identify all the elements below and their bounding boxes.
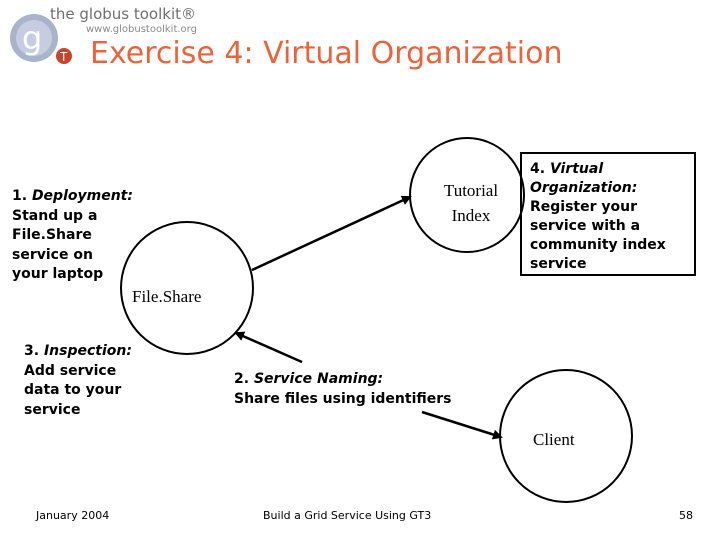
logo-badge-letter: T xyxy=(59,50,68,64)
step-lead: Virtual Organization: xyxy=(530,161,638,196)
step-number: 3. xyxy=(24,343,40,359)
step-lead: Service Naming: xyxy=(253,371,384,387)
logo-letter: g xyxy=(22,19,42,57)
step-lead: Inspection: xyxy=(43,343,132,359)
tutorial-index-label: Tutorial Index xyxy=(443,181,499,225)
logo-inner-circle xyxy=(16,20,52,56)
footer-title: Build a Grid Service Using GT3 xyxy=(263,509,432,522)
step-number: 4. xyxy=(530,161,546,177)
step-number: 1. xyxy=(12,188,28,204)
logo-title: the globus toolkit® xyxy=(50,5,197,23)
step-description: Register your service with a community i… xyxy=(530,199,666,272)
footer-date: January 2004 xyxy=(36,509,110,522)
step-description: Share files using identifiers xyxy=(234,390,452,407)
globus-logo: g T xyxy=(10,14,72,64)
logo-url: www.globustoolkit.org xyxy=(86,24,197,35)
client-label: Client xyxy=(533,430,575,449)
step-virtual-organization-box: 4. Virtual Organization: Register your s… xyxy=(520,152,696,276)
arrow-fileshare-to-index xyxy=(251,195,412,272)
step-number: 2. xyxy=(234,371,250,387)
fileshare-node xyxy=(120,221,254,355)
arrow-to-fileshare xyxy=(234,331,303,364)
fileshare-label: File.Share xyxy=(132,287,202,306)
step-deployment: 1. Deployment: Stand up a File.Share ser… xyxy=(12,187,162,285)
slide-title: Exercise 4: Virtual Organization xyxy=(90,36,563,71)
step-inspection: 3. Inspection: Add service data to your … xyxy=(24,342,174,420)
step-description: Add service data to your service xyxy=(24,362,122,418)
page-number: 58 xyxy=(679,509,693,522)
logo-badge xyxy=(56,48,72,64)
arrow-to-client xyxy=(421,410,503,440)
step-lead: Deployment: xyxy=(31,188,133,204)
step-service-naming: 2. Service Naming: Share files using ide… xyxy=(234,370,504,409)
step-description: Stand up a File.Share service on your la… xyxy=(12,207,104,283)
tutorial-index-node xyxy=(409,137,525,253)
